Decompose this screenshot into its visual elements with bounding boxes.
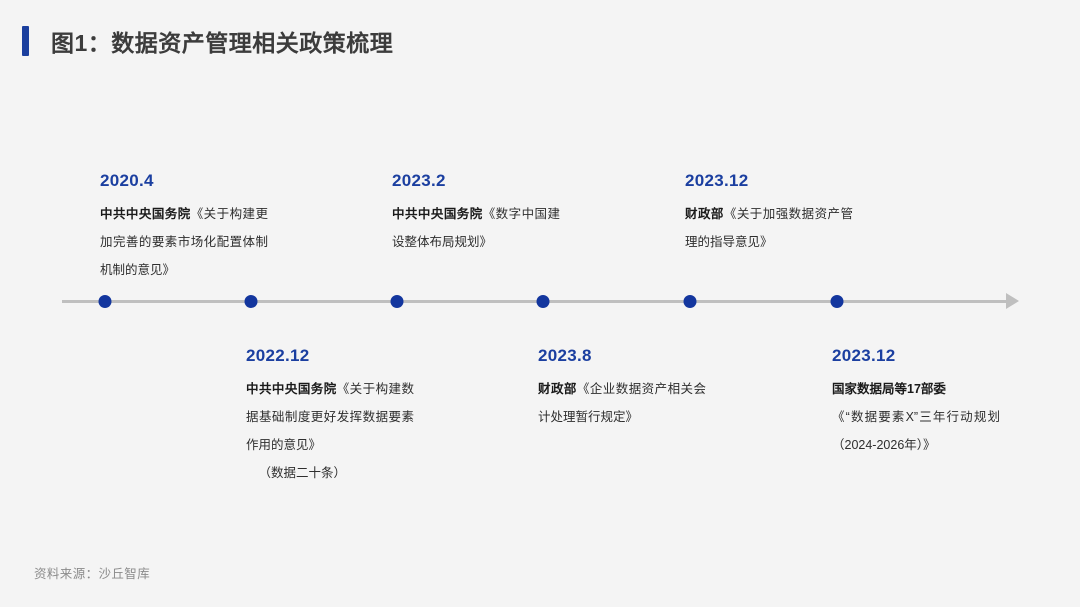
event-document-title: 《关于构建数据基础制度更好发挥数据要素作用的意见》	[246, 381, 414, 452]
event-year: 2023.8	[538, 346, 592, 365]
title-accent-bar	[22, 26, 29, 56]
event-year: 2023.12	[685, 171, 749, 190]
event-issuer: 中共中央国务院	[246, 381, 337, 396]
event-document-title: 《关于加强数据资产管理的指导意见》	[685, 206, 853, 249]
timeline-event-1: 2020.4 中共中央国务院《关于构建更加完善的要素市场化配置体制机制的意见》	[100, 171, 268, 607]
timeline-event-6: 2023.12 国家数据局等17部委《“数据要素X”三年行动规划（2024-202…	[832, 346, 1000, 459]
source-note: 资料来源：沙丘智库	[34, 567, 151, 581]
timeline-dot	[390, 295, 404, 308]
event-year: 2023.2	[392, 171, 446, 190]
timeline-arrow-icon	[1006, 293, 1019, 309]
event-description: 中共中央国务院《关于构建更加完善的要素市场化配置体制机制的意见》	[100, 200, 268, 284]
event-description: 中共中央国务院《关于构建数据基础制度更好发挥数据要素作用的意见》 （数据二十条）	[246, 375, 414, 487]
page-title: 图1：数据资产管理相关政策梳理	[22, 24, 393, 58]
timeline-event-5: 2023.12 财政部《关于加强数据资产管理的指导意见》	[685, 171, 853, 607]
event-issuer: 中共中央国务院	[392, 206, 483, 221]
event-description: 财政部《关于加强数据资产管理的指导意见》	[685, 200, 853, 256]
event-issuer: 财政部	[538, 381, 577, 396]
title-text: 图1：数据资产管理相关政策梳理	[51, 30, 394, 56]
event-document-title: 《关于构建更加完善的要素市场化配置体制机制的意见》	[100, 206, 268, 277]
event-document-title: 《数字中国建设整体布局规划》	[392, 206, 560, 249]
timeline-dot	[683, 295, 697, 308]
event-year: 2020.4	[100, 171, 154, 190]
event-issuer: 国家数据局等17部委	[832, 381, 946, 396]
event-document-title: 《企业数据资产相关会计处理暂行规定》	[538, 381, 706, 424]
timeline-event-3: 2023.2 中共中央国务院《数字中国建设整体布局规划》	[392, 171, 560, 607]
event-description: 财政部《企业数据资产相关会计处理暂行规定》	[538, 375, 706, 431]
timeline-axis-line	[62, 300, 1010, 303]
event-issuer: 中共中央国务院	[100, 206, 191, 221]
timeline-dot	[536, 295, 550, 308]
event-note: （数据二十条）	[258, 465, 347, 480]
timeline-dot	[98, 295, 112, 308]
timeline-dot	[244, 295, 258, 308]
event-year: 2022.12	[246, 346, 310, 365]
event-year: 2023.12	[832, 346, 896, 365]
event-document-title: 《“数据要素X”三年行动规划（2024-2026年）》	[832, 409, 1000, 452]
event-description: 中共中央国务院《数字中国建设整体布局规划》	[392, 200, 560, 256]
timeline-dot	[830, 295, 844, 308]
timeline-event-4: 2023.8 财政部《企业数据资产相关会计处理暂行规定》	[538, 346, 706, 431]
event-issuer: 财政部	[685, 206, 724, 221]
event-description: 国家数据局等17部委《“数据要素X”三年行动规划（2024-2026年）》	[832, 375, 1000, 459]
timeline-event-2: 2022.12 中共中央国务院《关于构建数据基础制度更好发挥数据要素作用的意见》 （…	[246, 346, 414, 487]
